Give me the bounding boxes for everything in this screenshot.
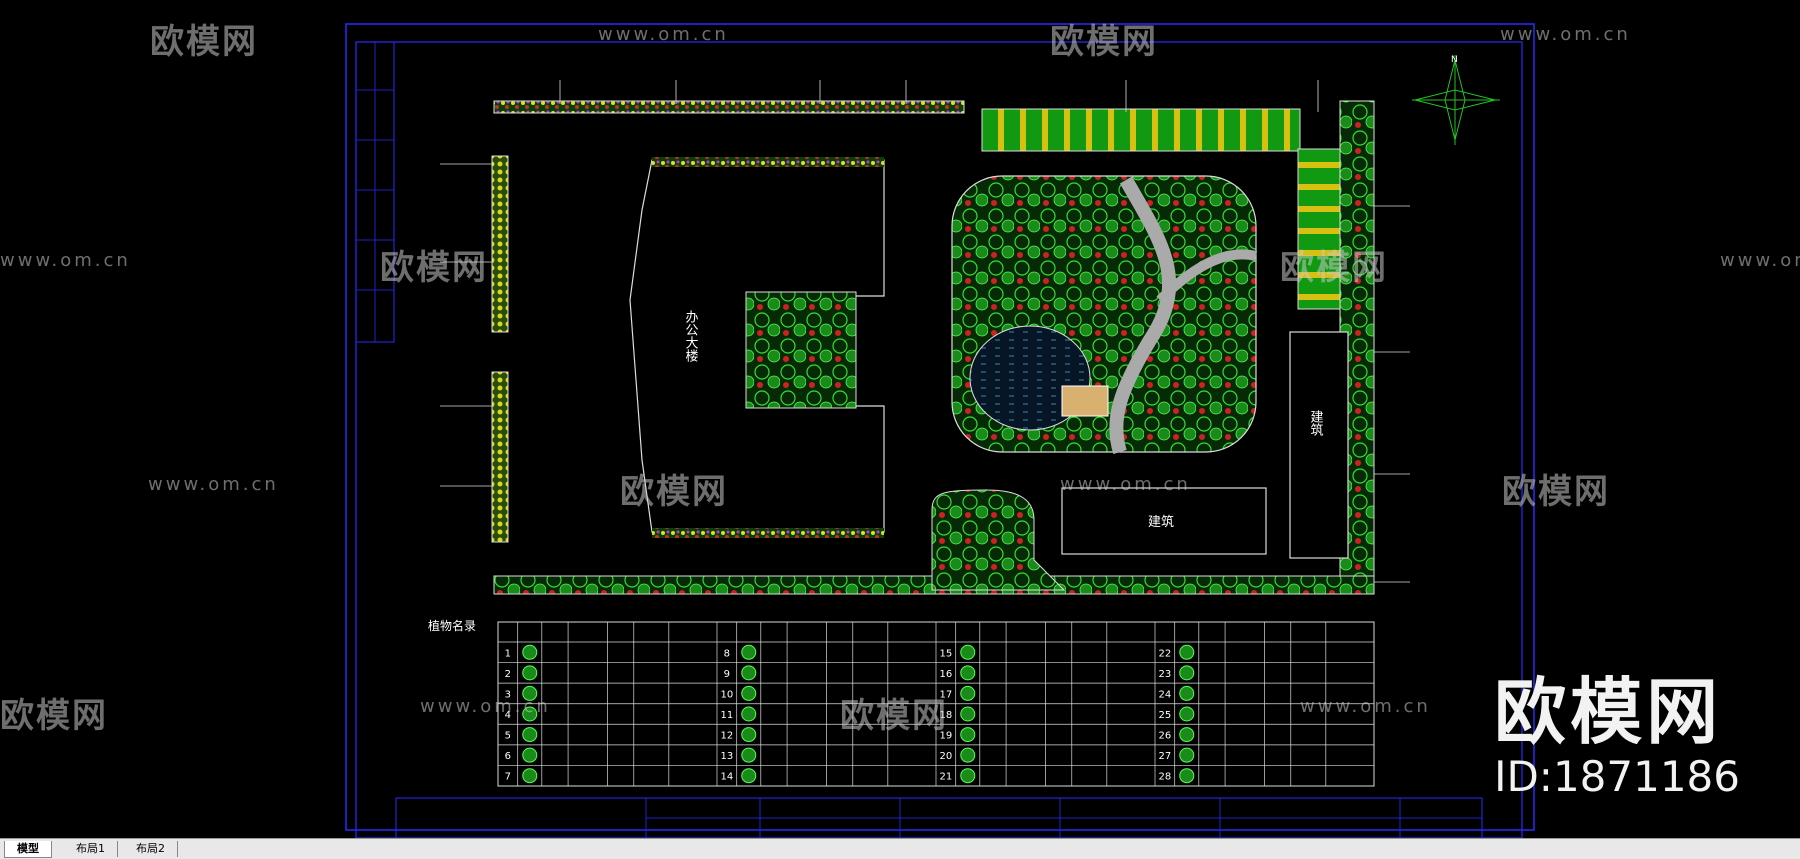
plant-symbol-icon (741, 747, 757, 763)
plant-index-number: 21 (939, 772, 952, 783)
plant-index-number: 25 (1158, 710, 1171, 721)
plant-symbol-icon (741, 706, 757, 722)
plant-index-number: 16 (939, 669, 952, 680)
plant-symbol-icon (741, 665, 757, 681)
office-top-hedge (652, 157, 884, 167)
plant-symbol-icon (960, 706, 976, 722)
tab-layout1[interactable]: 布局1 (64, 841, 118, 857)
left-strip-lines (356, 42, 394, 342)
plant-index-number: 24 (1158, 689, 1171, 700)
plant-index-number: 2 (505, 669, 511, 680)
bottom-building-label: 建筑 (1148, 514, 1174, 530)
plant-symbol-icon (960, 665, 976, 681)
plant-index-number: 20 (939, 751, 952, 762)
entry-planter (931, 489, 1066, 591)
plant-index-number: 15 (939, 648, 952, 659)
plant-symbol-icon (960, 644, 976, 660)
north-label: N (1451, 55, 1458, 65)
plant-index-number: 4 (505, 710, 511, 721)
watermark-id: ID:1871186 (1494, 752, 1740, 801)
plant-symbol-icon (1179, 706, 1195, 722)
wood-deck (1061, 385, 1109, 417)
plant-symbol-icon (1179, 644, 1195, 660)
right-building (1289, 331, 1349, 559)
plant-symbol-icon (522, 768, 538, 784)
plant-index-number: 17 (939, 689, 952, 700)
plant-index-number: 26 (1158, 731, 1171, 742)
plant-index-number: 27 (1158, 751, 1171, 762)
plant-index-number: 9 (724, 669, 730, 680)
cad-model-space[interactable]: N 办公大楼 建筑 建筑 植物名录 (0, 0, 1800, 838)
plant-symbol-icon (1179, 685, 1195, 701)
plant-index-number: 5 (505, 731, 511, 742)
plant-index-number: 10 (720, 689, 733, 700)
plant-symbol-icon (960, 685, 976, 701)
plant-index-number: 3 (505, 689, 511, 700)
callout-leaders (440, 80, 1410, 583)
plant-index-number: 13 (720, 751, 733, 762)
drawing-outer-frame (345, 23, 1535, 831)
watermark-big-logo: 欧模网 (1494, 670, 1723, 754)
plant-symbol-icon (522, 706, 538, 722)
plant-index-number: 23 (1158, 669, 1171, 680)
plant-index-number: 14 (720, 772, 733, 783)
top-hedge-strip (493, 100, 965, 114)
plant-index-number: 11 (720, 710, 733, 721)
plant-index-number: 22 (1158, 648, 1171, 659)
park-path (1109, 176, 1177, 455)
parking-top (981, 108, 1301, 152)
plant-index-number: 8 (724, 648, 730, 659)
drawing-inner-frame (355, 41, 1523, 838)
plant-symbol-icon (960, 768, 976, 784)
plant-index-number: 28 (1158, 772, 1171, 783)
plant-index-number: 18 (939, 710, 952, 721)
plant-symbol-icon (522, 685, 538, 701)
plant-index-number: 6 (505, 751, 511, 762)
plant-index-number: 19 (939, 731, 952, 742)
plant-symbol-icon (1179, 768, 1195, 784)
plant-symbol-icon (522, 644, 538, 660)
plant-symbol-icon (741, 685, 757, 701)
office-bottom-hedge (652, 528, 884, 538)
plant-symbol-icon (960, 747, 976, 763)
bottom-building (1061, 487, 1267, 555)
plant-symbol-icon (1179, 727, 1195, 743)
plant-symbol-icon (960, 727, 976, 743)
plant-symbol-icon (522, 727, 538, 743)
tab-model[interactable]: 模型 (4, 841, 52, 858)
left-hedge-upper (491, 155, 509, 333)
park-path-right (1156, 249, 1258, 304)
pond (969, 325, 1091, 431)
watermark-big: 欧模网 ID:1871186 (1494, 672, 1740, 802)
plant-symbol-icon (741, 644, 757, 660)
plant-index-number: 12 (720, 731, 733, 742)
plant-symbol-icon (741, 768, 757, 784)
plant-symbol-icon (741, 727, 757, 743)
layout-tab-bar: 模型 布局1 布局2 (0, 838, 1800, 859)
courtyard-garden (745, 291, 857, 409)
north-arrow (1412, 55, 1500, 145)
office-building-label: 办公大楼 (683, 310, 699, 362)
plant-symbol-icon (1179, 665, 1195, 681)
plant-symbol-icon (522, 747, 538, 763)
tab-layout2[interactable]: 布局2 (124, 841, 178, 857)
plant-symbol-icon (1179, 747, 1195, 763)
right-building-label: 建筑 (1308, 410, 1324, 437)
title-block-lines (645, 798, 1482, 838)
parking-right (1297, 148, 1341, 310)
plant-symbol-icon (522, 665, 538, 681)
plant-index-number: 1 (505, 648, 511, 659)
plant-table-title: 植物名录 (428, 618, 476, 633)
left-hedge-lower (491, 371, 509, 543)
plant-table-grid (497, 622, 1375, 787)
plant-index-number: 7 (505, 772, 511, 783)
